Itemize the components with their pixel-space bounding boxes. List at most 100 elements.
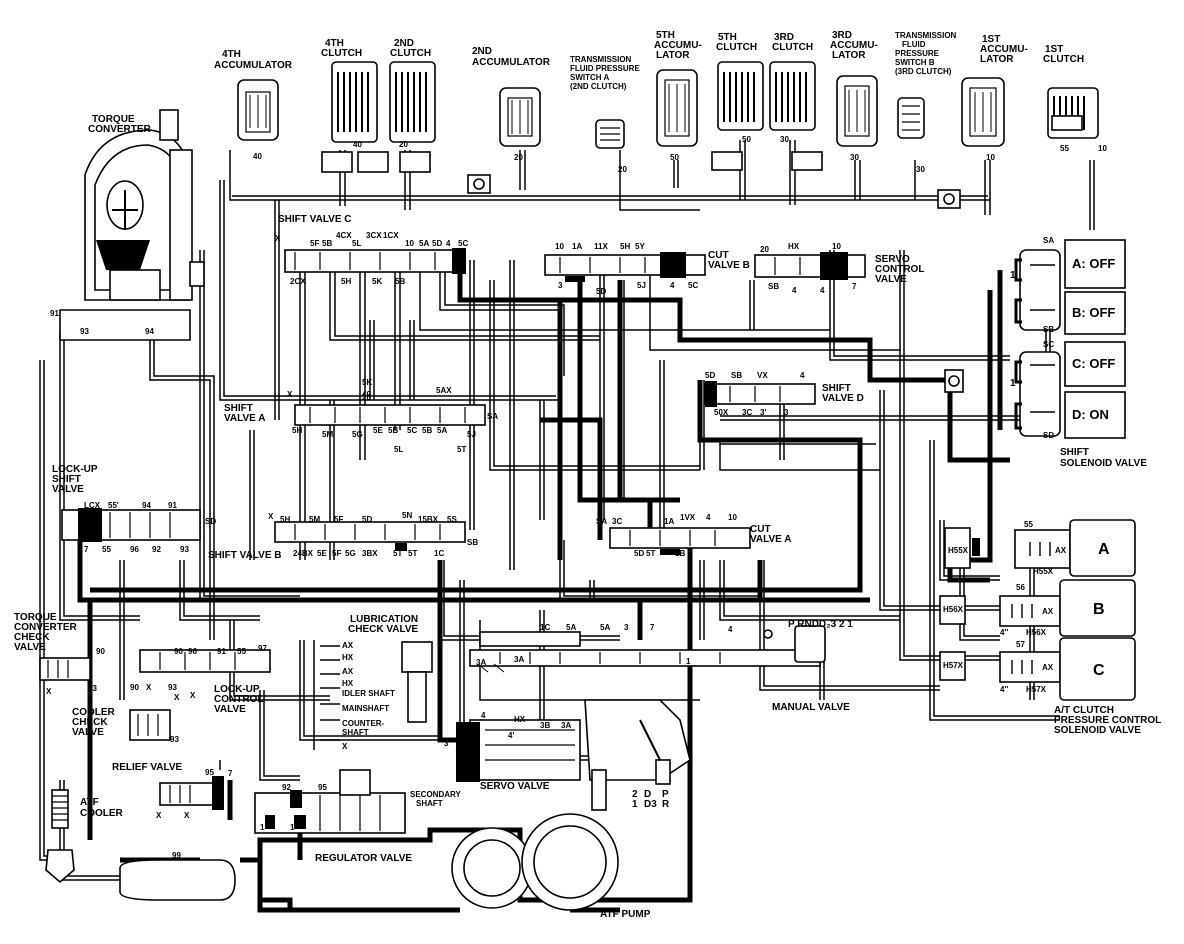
svg-text:92: 92 [152,545,161,554]
svg-text:94: 94 [142,501,151,510]
svg-text:SA: SA [596,517,607,526]
svg-text:1C: 1C [540,623,550,632]
lockup-control-valve: 90 96 91 55 97 90 X 93 X X [130,644,271,702]
pressure-solenoid-c: C 57 H57X AX 4'' H57X [939,637,1136,701]
svg-text:99: 99 [172,851,181,860]
lockup-shift-valve [61,508,201,542]
svg-text:92: 92 [282,783,291,792]
relief-valve-label: RELIEF VALVE [112,762,183,773]
svg-text:96: 96 [188,647,197,656]
clutch1-port-a: 55 [1060,144,1069,153]
svg-text:5C: 5C [407,426,417,435]
svg-text:5T: 5T [393,549,402,558]
svg-text:HX: HX [514,715,526,724]
svg-text:4: 4 [446,239,451,248]
relief-valve: 95 7 X X [156,768,233,820]
svg-text:3A: 3A [561,721,571,730]
svg-text:AX: AX [1055,546,1067,555]
svg-text:5J: 5J [467,430,476,439]
shift-valve-c-ports: X 5F 5B 4CX 5L 3CX 1CX 10 5A 5D 4 5C 2CX… [275,231,468,286]
acc2-port: 20 [514,153,523,162]
svg-text:7: 7 [84,545,89,554]
svg-text:5D: 5D [432,239,442,248]
svg-text:5M: 5M [322,430,333,439]
svg-text:7: 7 [852,282,857,291]
svg-text:93: 93 [170,735,179,744]
svg-text:X: X [190,691,196,700]
svg-text:90: 90 [174,647,183,656]
manual-valve-ports: 1C 5A 5A 3 7 4 3A 3A 1 P RNDD₂3 2 1 [476,619,853,667]
servo-control-valve [754,252,866,280]
svg-text:3': 3' [760,408,766,417]
clutch1-port-b: 10 [1098,144,1107,153]
svg-text:SA: SA [1043,236,1054,245]
svg-text:X: X [184,811,190,820]
svg-text:5D: 5D [634,549,644,558]
svg-text:56: 56 [1016,583,1025,592]
svg-text:5E: 5E [373,426,383,435]
pressure-switch-a: 20 [595,119,627,174]
svg-text:AX: AX [1042,607,1054,616]
svg-text:5B: 5B [388,426,398,435]
shift-valve-a-ports: X 40 5K 20 5AX 5H 5M 5G 5E 5B 5C 5B 5A 5… [287,378,498,454]
svg-text:5B: 5B [395,277,405,286]
svg-text:93: 93 [88,684,97,693]
svg-text:55: 55 [237,647,246,656]
shift-valve-a [294,404,486,426]
check-balls [467,174,964,393]
svg-text:R: R [662,799,670,810]
svg-text:96: 96 [130,545,139,554]
svg-text:55: 55 [102,545,111,554]
svg-text:X: X [268,512,274,521]
clutch-1st: 55 10 [1047,87,1107,153]
svg-text:C: OFF: C: OFF [1072,356,1115,371]
svg-text:SD: SD [1043,431,1054,440]
svg-text:4: 4 [792,286,797,295]
svg-text:5D: 5D [705,371,715,380]
svg-text:X: X [342,742,348,751]
accumulator-3rd: 30 [836,75,878,162]
svg-text:AX: AX [1042,663,1054,672]
svg-text:SD: SD [205,517,216,526]
svg-text:5L: 5L [394,445,403,454]
svg-text:5A: 5A [600,623,610,632]
svg-text:5Y: 5Y [635,242,645,251]
tc-port-91: 91 [50,309,59,318]
manual-valve [469,625,826,673]
svg-text:X: X [46,687,52,696]
svg-text:91: 91 [217,647,226,656]
svg-text:X: X [275,234,281,243]
svg-text:H55X: H55X [948,546,969,555]
svg-text:4CX: 4CX [336,231,352,240]
svg-text:93: 93 [168,683,177,692]
svg-text:24BX: 24BX [293,549,314,558]
servo-control-ports: 20 HX 10 SB 4 4 7 [760,242,857,295]
svg-text:5F: 5F [310,239,319,248]
svg-text:7: 7 [228,769,233,778]
svg-text:P: P [662,789,669,800]
svg-text:4: 4 [670,281,675,290]
shift-solenoid-block: 1 1 [1010,249,1061,437]
svg-text:4: 4 [706,513,711,522]
svg-text:95: 95 [318,783,327,792]
svg-text:97: 97 [258,644,267,653]
svg-text:5D: 5D [362,515,372,524]
svg-text:55: 55 [1024,520,1033,529]
svg-text:5B: 5B [322,239,332,248]
regulator-valve: 92 95 1 1 [254,769,406,834]
clutch4-port: 40 [353,140,362,149]
clutch-5th: 50 [711,61,764,171]
svg-text:SHAFT: SHAFT [342,728,369,737]
svg-text:5AX: 5AX [436,386,452,395]
svg-text:X: X [156,811,162,820]
